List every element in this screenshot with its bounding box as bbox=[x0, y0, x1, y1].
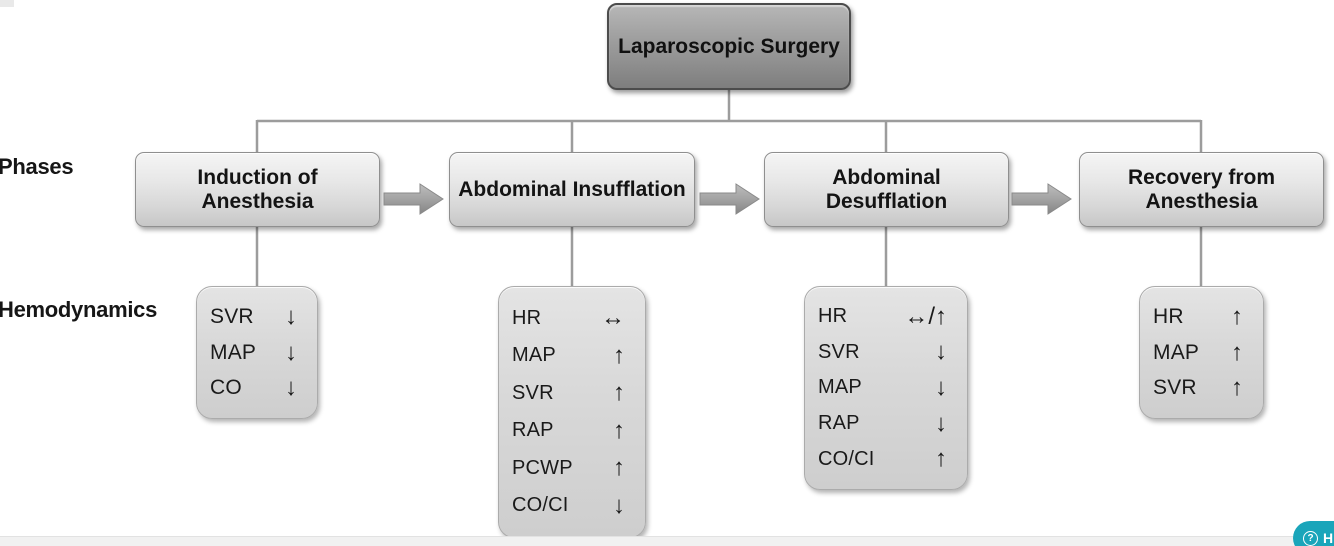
up-arrow-icon: ↑ bbox=[935, 445, 947, 473]
help-button-label: H bbox=[1323, 530, 1334, 546]
page-bottom-strip bbox=[0, 536, 1334, 546]
hemo-param-label: SVR bbox=[818, 340, 860, 363]
phase-node-label: Recovery from Anesthesia bbox=[1127, 165, 1276, 213]
phase-node-recovery-from-anesthesia: Recovery from Anesthesia bbox=[1079, 152, 1324, 227]
hemo-row: CO ↓ bbox=[210, 376, 297, 400]
hemo-row: MAP ↓ bbox=[818, 373, 947, 401]
hemo-param-label: SVR bbox=[1153, 376, 1197, 400]
hemodynamics-node-insufflation: HR ↔ MAP ↑ SVR ↑ RAP ↑ PCWP ↑ CO/CI ↓ bbox=[498, 286, 646, 538]
left-right-or-up-arrow-icon: ↔/↑ bbox=[904, 302, 947, 330]
down-arrow-icon: ↓ bbox=[285, 374, 297, 402]
hemo-row: RAP ↓ bbox=[818, 409, 947, 437]
flow-arrow-icon bbox=[383, 183, 444, 215]
down-arrow-icon: ↓ bbox=[935, 373, 947, 401]
up-arrow-icon: ↑ bbox=[1231, 338, 1243, 366]
hemo-param-label: PCWP bbox=[512, 456, 573, 479]
hemo-param-label: RAP bbox=[512, 419, 554, 442]
hemo-row: MAP ↑ bbox=[1153, 338, 1243, 366]
phase-node-abdominal-insufflation: Abdominal Insufflation bbox=[449, 152, 695, 227]
phase-node-label: Abdominal Insufflation bbox=[458, 177, 686, 201]
phase-node-label: Induction of Anesthesia bbox=[197, 165, 318, 213]
hemo-row: HR ↔ bbox=[512, 306, 625, 330]
hemo-row: HR ↔/↑ bbox=[818, 302, 947, 330]
question-circle-icon: ? bbox=[1303, 530, 1318, 546]
hemo-row: SVR ↓ bbox=[818, 340, 947, 364]
hemo-row: CO/CI ↓ bbox=[512, 491, 625, 519]
root-node-laparoscopic-surgery: Laparoscopic Surgery bbox=[607, 3, 851, 90]
hemo-row: SVR ↓ bbox=[210, 302, 297, 330]
left-right-arrow-icon: ↔ bbox=[601, 304, 625, 332]
hemo-param-label: HR bbox=[512, 306, 542, 329]
hemo-param-label: HR bbox=[1153, 304, 1184, 328]
section-label-hemodynamics: Hemodynamics bbox=[0, 297, 158, 322]
hemo-row: SVR ↑ bbox=[1153, 376, 1243, 400]
hemo-param-label: RAP bbox=[818, 412, 860, 435]
hemo-param-label: MAP bbox=[1153, 340, 1200, 364]
hemo-row: RAP ↑ bbox=[512, 416, 625, 444]
hemo-param-label: MAP bbox=[210, 340, 257, 364]
hemo-row: HR ↑ bbox=[1153, 302, 1243, 330]
flow-arrow-icon bbox=[699, 183, 760, 215]
hemo-param-label: SVR bbox=[512, 381, 554, 404]
phase-node-induction-of-anesthesia: Induction of Anesthesia bbox=[135, 152, 380, 227]
screen-corner-artifact bbox=[0, 0, 14, 7]
hemo-row: MAP ↑ bbox=[512, 341, 625, 369]
up-arrow-icon: ↑ bbox=[613, 379, 625, 407]
down-arrow-icon: ↓ bbox=[285, 338, 297, 366]
hemo-param-label: SVR bbox=[210, 304, 254, 328]
hemo-param-label: MAP bbox=[818, 376, 862, 399]
help-button[interactable]: ? H bbox=[1293, 521, 1334, 546]
hemo-param-label: MAP bbox=[512, 344, 556, 367]
phase-node-abdominal-desufflation: Abdominal Desufflation bbox=[764, 152, 1009, 227]
hemo-param-label: HR bbox=[818, 305, 848, 328]
hemo-param-label: CO bbox=[210, 376, 242, 400]
down-arrow-icon: ↓ bbox=[613, 491, 625, 519]
down-arrow-icon: ↓ bbox=[285, 302, 297, 330]
down-arrow-icon: ↓ bbox=[935, 338, 947, 366]
up-arrow-icon: ↑ bbox=[613, 341, 625, 369]
hemo-row: CO/CI ↑ bbox=[818, 447, 947, 471]
flow-arrow-icon bbox=[1011, 183, 1072, 215]
down-arrow-icon: ↓ bbox=[935, 409, 947, 437]
hemo-row: MAP ↓ bbox=[210, 338, 297, 366]
hemo-param-label: CO/CI bbox=[512, 494, 569, 517]
up-arrow-icon: ↑ bbox=[613, 416, 625, 444]
phase-node-label: Abdominal Desufflation bbox=[825, 165, 948, 213]
hemo-param-label: CO/CI bbox=[818, 447, 875, 470]
root-node-label: Laparoscopic Surgery bbox=[618, 34, 840, 58]
hemodynamics-node-desufflation: HR ↔/↑ SVR ↓ MAP ↓ RAP ↓ CO/CI ↑ bbox=[804, 286, 968, 490]
hemodynamics-node-recovery: HR ↑ MAP ↑ SVR ↑ bbox=[1139, 286, 1264, 419]
hemo-row: PCWP ↑ bbox=[512, 456, 625, 480]
up-arrow-icon: ↑ bbox=[1231, 374, 1243, 402]
hemo-row: SVR ↑ bbox=[512, 381, 625, 405]
up-arrow-icon: ↑ bbox=[613, 454, 625, 482]
hemodynamics-node-induction: SVR ↓ MAP ↓ CO ↓ bbox=[196, 286, 318, 419]
section-label-phases: Phases bbox=[0, 154, 74, 179]
up-arrow-icon: ↑ bbox=[1231, 302, 1243, 330]
